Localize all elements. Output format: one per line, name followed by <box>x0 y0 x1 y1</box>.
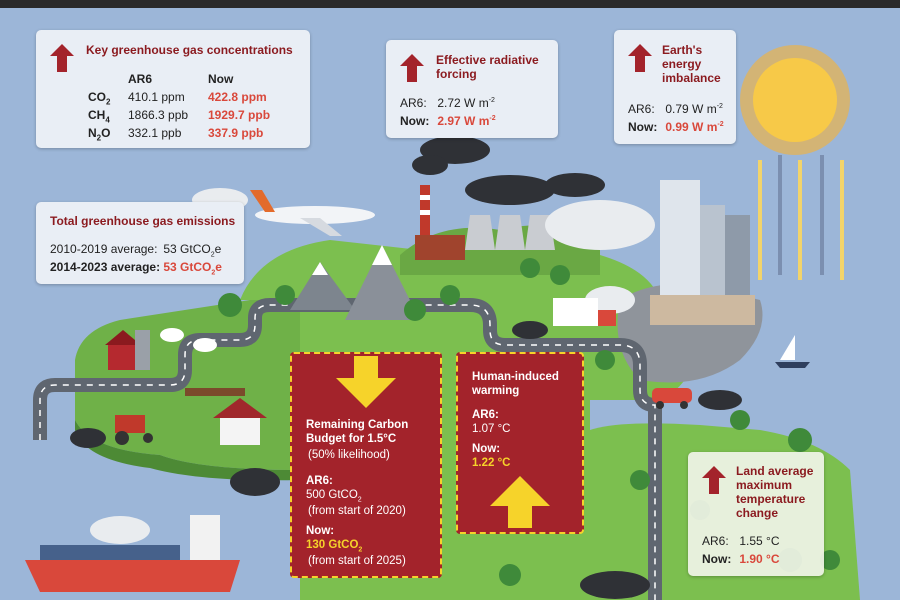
budget-now-value: 130 GtCO <box>306 539 359 551</box>
emissions-row-2: 2014-2023 average: 53 GtCO2e <box>50 260 222 277</box>
up-arrow-icon <box>702 466 726 494</box>
land-ar6-value: 1.55 °C <box>739 534 780 548</box>
barn-icon <box>105 330 150 370</box>
emissions-row-1: 2010-2019 average: 53 GtCO2e <box>50 242 222 259</box>
warming-now-label: Now: <box>472 443 501 455</box>
forcing-ar6-label: AR6: <box>400 96 427 110</box>
co2-ar6: 410.1 ppm <box>128 90 185 104</box>
tractor-icon <box>115 415 153 445</box>
emissions-row1-value: 53 GtCO <box>163 242 211 256</box>
col-ar6: AR6 <box>128 72 153 86</box>
budget-ar6-note: (from start of 2020) <box>308 505 406 517</box>
cow-icon <box>160 328 217 352</box>
emissions-row2-value: 53 GtCO <box>163 260 212 274</box>
smoke-icon <box>70 136 742 599</box>
emissions-title: Total greenhouse gas emissions <box>50 214 236 228</box>
city-icon <box>650 180 755 325</box>
imbalance-now-label: Now: <box>628 120 658 134</box>
up-arrow-icon <box>490 476 550 528</box>
n2o-now: 337.9 ppb <box>208 126 264 140</box>
budget-now-value-row: 130 GtCO2 <box>306 539 363 554</box>
ch4-now: 1929.7 ppb <box>208 108 271 122</box>
budget-title: Remaining Carbon Budget for 1.5°C <box>306 419 409 445</box>
up-arrow-icon <box>50 44 74 72</box>
gas-co2: CO2 <box>88 90 111 107</box>
ch4-ar6: 1866.3 ppb <box>128 108 189 122</box>
imbalance-now-value: 0.99 W m <box>665 120 718 134</box>
radiative-forcing-card: Effective radiative forcing AR6: 2.72 W … <box>386 40 558 138</box>
ship-icon <box>25 515 240 592</box>
budget-now-note: (from start of 2025) <box>308 555 406 567</box>
mountain-icon <box>290 262 355 310</box>
gas-n2o: N2O <box>88 126 111 143</box>
forcing-now-label: Now: <box>400 114 430 128</box>
sailboat-icon <box>775 335 810 368</box>
warming-ar6-label: AR6: <box>472 409 499 421</box>
mountain-icon <box>345 245 420 320</box>
emissions-row1-label: 2010-2019 average: <box>50 242 158 256</box>
truck-icon <box>553 298 616 326</box>
gas-ch4: CH4 <box>88 108 110 125</box>
budget-likelihood: (50% likelihood) <box>308 449 390 461</box>
forcing-title: Effective radiative forcing <box>436 53 539 81</box>
down-arrow-icon <box>336 356 396 408</box>
ghg-concentrations-card: Key greenhouse gas concentrations AR6 No… <box>36 30 310 148</box>
imbalance-ar6-label: AR6: <box>628 102 655 116</box>
forcing-ar6-row: AR6: 2.72 W m-2 <box>400 96 495 110</box>
human-warming-panel: Human-induced warming AR6: 1.07 °C Now: … <box>456 352 584 534</box>
ghg-title: Key greenhouse gas concentrations <box>86 43 293 57</box>
carbon-budget-panel: Remaining Carbon Budget for 1.5°C (50% l… <box>290 352 442 578</box>
house-icon <box>213 398 267 445</box>
land-title: Land average maximum temperature change <box>736 464 814 520</box>
forcing-now-value: 2.97 W m <box>437 114 490 128</box>
budget-ar6-value-row: 500 GtCO2 <box>306 489 362 504</box>
imbalance-ar6-value: 0.79 W m <box>665 102 717 116</box>
forcing-ar6-value: 2.72 W m <box>437 96 489 110</box>
airplane-icon <box>250 190 375 236</box>
energy-imbalance-card: Earth's energy imbalance AR6: 0.79 W m-2… <box>614 30 736 144</box>
land-left-edge <box>75 420 300 481</box>
up-arrow-icon <box>628 44 652 72</box>
warming-ar6-value: 1.07 °C <box>472 423 511 435</box>
ghg-table: AR6 Now CO2 410.1 ppm 422.8 ppm CH4 1866… <box>36 30 310 148</box>
land-temperature-card: Land average maximum temperature change … <box>688 452 824 576</box>
forcing-now-row: Now: 2.97 W m-2 <box>400 114 496 128</box>
land-now-value: 1.90 °C <box>739 552 780 566</box>
sun-icon <box>740 45 850 155</box>
car-icon <box>652 388 692 409</box>
emissions-row2-label: 2014-2023 average: <box>50 260 161 274</box>
land-ar6-label: AR6: <box>702 534 729 548</box>
col-now: Now <box>208 72 234 86</box>
budget-now-label: Now: <box>306 525 335 537</box>
imbalance-title: Earth's energy imbalance <box>662 43 721 85</box>
imbalance-ar6-row: AR6: 0.79 W m-2 <box>628 102 723 116</box>
emissions-card: Total greenhouse gas emissions 2010-2019… <box>36 202 244 284</box>
warming-now-value: 1.22 °C <box>472 457 511 469</box>
up-arrow-icon <box>400 54 424 82</box>
n2o-ar6: 332.1 ppb <box>128 126 182 140</box>
land-ar6-row: AR6: 1.55 °C <box>702 534 780 548</box>
land-now-label: Now: <box>702 552 732 566</box>
warming-title: Human-induced warming <box>472 371 559 397</box>
imbalance-now-row: Now: 0.99 W m-2 <box>628 120 724 134</box>
co2-now: 422.8 ppm <box>208 90 267 104</box>
land-now-row: Now: 1.90 °C <box>702 552 780 566</box>
budget-ar6-value: 500 GtCO <box>306 489 358 501</box>
field-brown <box>185 388 245 396</box>
budget-ar6-label: AR6: <box>306 475 333 487</box>
top-bar <box>0 0 900 8</box>
